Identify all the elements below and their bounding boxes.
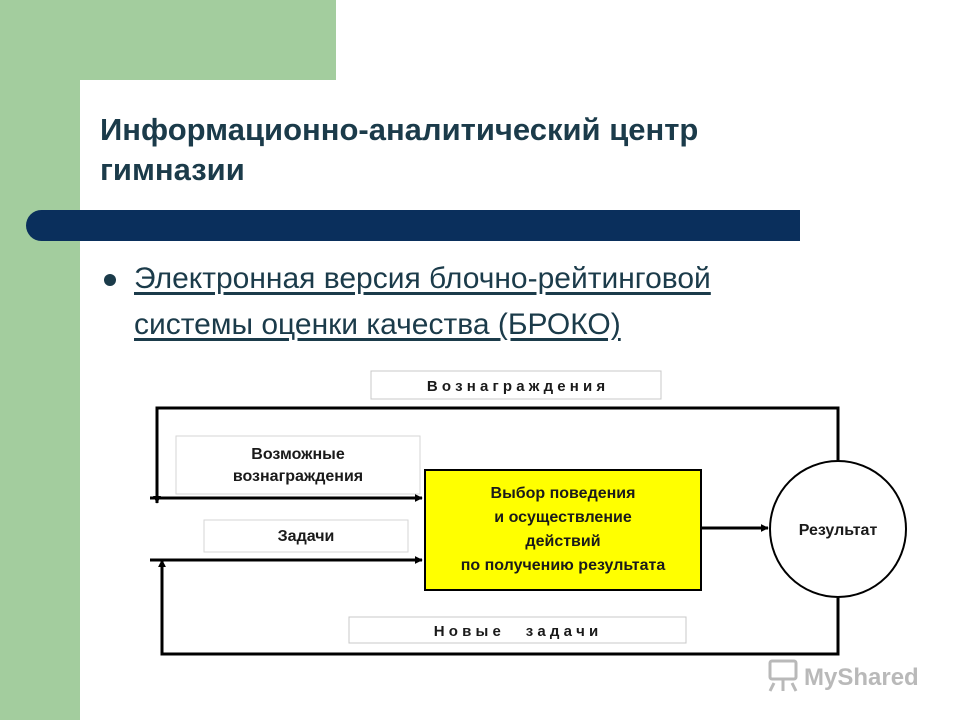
myshared-watermark: MyShared [768,659,919,692]
behavior-choice-box [424,469,702,591]
bottom-label: Н о в ы е з а д а ч и [434,623,598,640]
link-line-2[interactable]: системы оценки качества (БРОКО) [134,308,621,341]
input1-label-line-2: вознаграждения [233,468,363,485]
title-line-1: Информационно-аналитический центр [100,112,699,147]
reward-feedback-arrow [153,406,840,504]
broko-link[interactable]: Электронная версия блочно-рейтинговой си… [134,256,894,348]
presentation-icon [768,659,798,692]
new-tasks-feedback-arrow [158,559,840,656]
left-green-band [0,0,80,720]
title-divider-bar [26,210,800,241]
input1-label-line-1: Возможные [251,446,345,463]
center-line-2: и осуществление [494,509,632,526]
top-label-box [370,370,662,400]
center-line-3: действий [525,533,600,550]
top-label: В о з н а г р а ж д е н и я [427,378,605,395]
watermark-text: MyShared [804,664,919,691]
top-green-band [0,0,336,80]
bullet-icon [104,274,116,286]
input1-label-box [175,435,421,495]
result-circle [769,460,907,598]
title-line-2: гимназии [100,152,245,187]
bottom-label-box [348,616,687,644]
input2-label: Задачи [278,528,335,545]
center-line-1: Выбор поведения [491,485,636,502]
center-line-4: по получению результата [461,557,666,574]
input2-label-box [203,519,409,553]
slide-title: Информационно-аналитический центр гимназ… [100,110,860,190]
link-line-1[interactable]: Электронная версия блочно-рейтинговой [134,262,711,295]
result-label: Результат [799,522,878,539]
content-area [80,80,960,720]
